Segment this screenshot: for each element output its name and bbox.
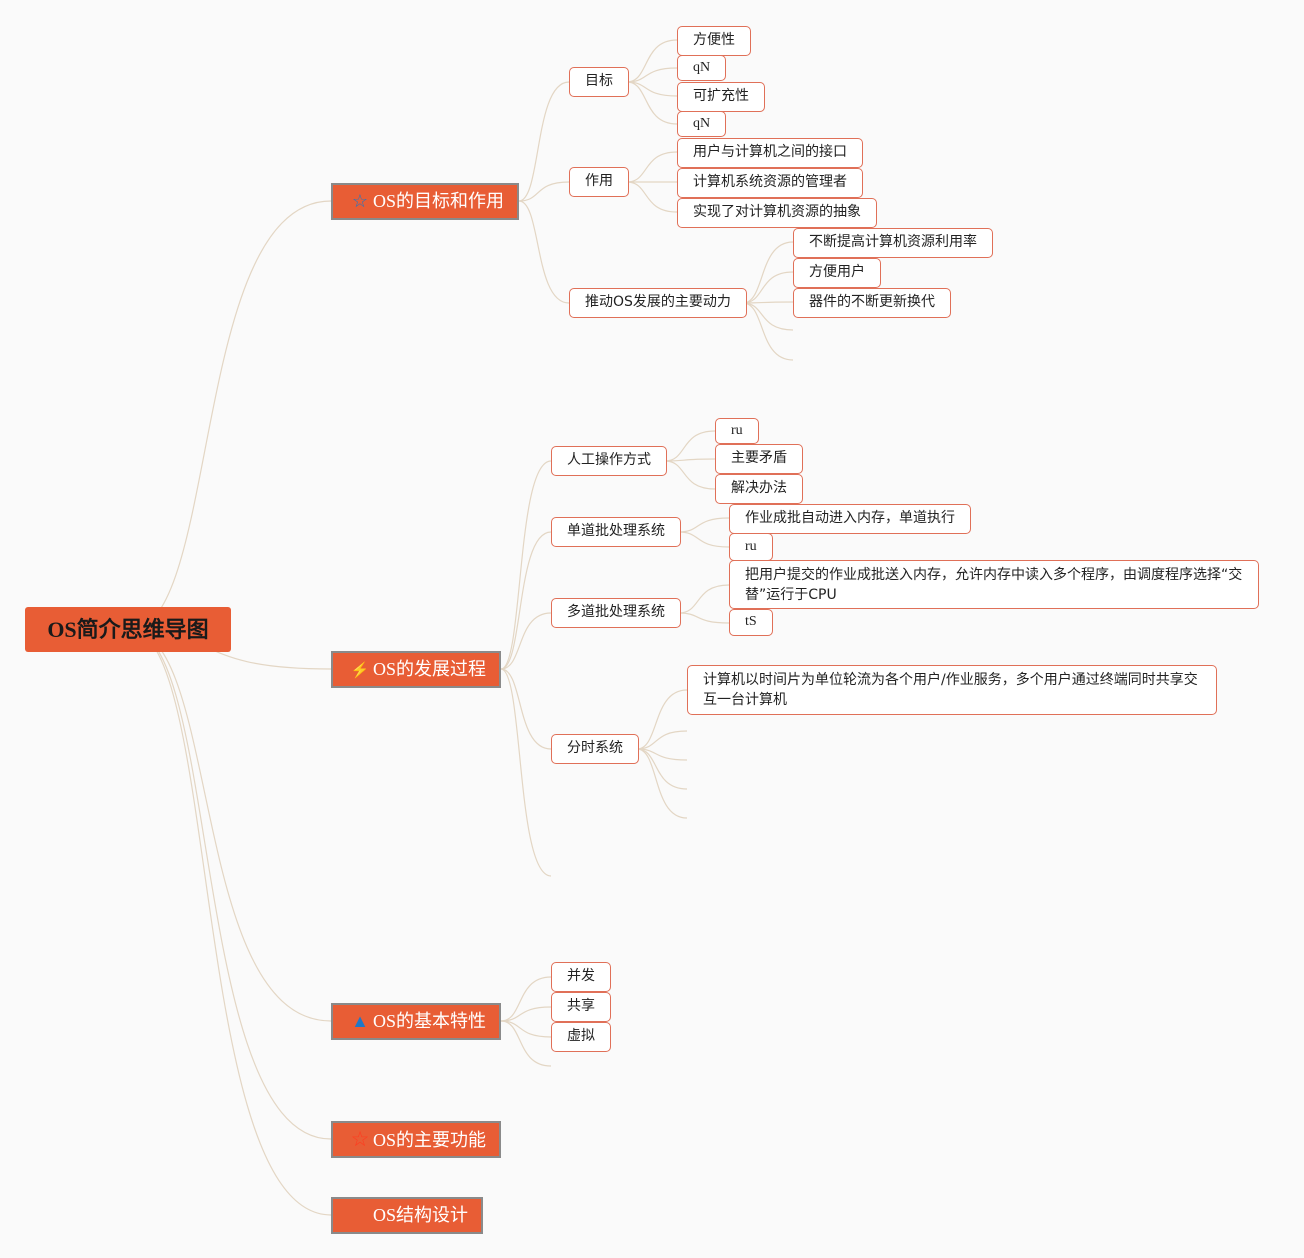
leaf-manual-2[interactable]: 主要矛盾 (715, 444, 803, 474)
branch-structure[interactable]: OS结构设计 (331, 1197, 483, 1234)
link-history-manual (500, 460, 552, 670)
link-single-0 (678, 517, 730, 533)
root-topic[interactable]: OS简介思维导图 (25, 607, 231, 652)
leaf-drive-2[interactable]: 方便用户 (793, 258, 881, 288)
branch-features[interactable]: ▲OS的基本特性 (331, 1003, 501, 1040)
link-timeshare-0 (636, 689, 688, 750)
link-feature-0 (500, 976, 552, 1022)
leaf-single-1[interactable]: 作业成批自动进入内存，单道执行 (729, 504, 971, 534)
branch-goals-label: OS的目标和作用 (373, 191, 505, 211)
link-root-features (129, 629, 332, 1022)
leaf-role-2[interactable]: 计算机系统资源的管理者 (677, 168, 863, 198)
link-timeshare-3 (636, 748, 688, 790)
leaf-feature-2[interactable]: 共享 (551, 992, 611, 1022)
sub-role[interactable]: 作用 (569, 167, 629, 197)
leaf-multi-2[interactable]: tS (729, 609, 773, 636)
link-goals-role (518, 181, 570, 202)
link-drive-0 (742, 241, 794, 304)
link-feature-3 (500, 1020, 552, 1067)
branch-goals[interactable]: ☆OS的目标和作用 (331, 183, 519, 220)
link-feature-1 (500, 1006, 552, 1022)
star-icon: ☆ (350, 1127, 370, 1151)
sub-timeshare[interactable]: 分时系统 (551, 734, 639, 764)
branch-functions[interactable]: ☆OS的主要功能 (331, 1121, 501, 1158)
link-multi-1 (678, 612, 730, 624)
branch-history-label: OS的发展过程 (373, 659, 487, 679)
star-outline-icon: ☆ (351, 191, 369, 211)
branch-functions-label: OS的主要功能 (373, 1130, 487, 1150)
leaf-target-3[interactable]: 可扩充性 (677, 82, 765, 112)
link-manual-0 (664, 430, 716, 462)
lightning-icon: ⚡ (350, 663, 370, 679)
link-goals-target (518, 81, 570, 202)
link-role-2 (626, 181, 678, 213)
leaf-role-3[interactable]: 实现了对计算机资源的抽象 (677, 198, 877, 228)
link-drive-2 (742, 301, 794, 304)
sub-single[interactable]: 单道批处理系统 (551, 517, 681, 547)
leaf-target-1[interactable]: 方便性 (677, 26, 751, 56)
leaf-multi-1[interactable]: 把用户提交的作业成批送入内存，允许内存中读入多个程序，由调度程序选择“交替”运行… (729, 560, 1259, 609)
branch-features-label: OS的基本特性 (373, 1011, 487, 1031)
link-history-empty (500, 668, 552, 877)
branch-history[interactable]: ⚡OS的发展过程 (331, 651, 501, 688)
link-manual-1 (664, 458, 716, 462)
sub-target[interactable]: 目标 (569, 67, 629, 97)
link-history-single (500, 531, 552, 670)
sub-manual[interactable]: 人工操作方式 (551, 446, 667, 476)
link-goals-drive (518, 200, 570, 304)
link-drive-4 (742, 302, 794, 361)
leaf-target-4[interactable]: qN (677, 111, 727, 137)
link-target-3 (626, 81, 678, 125)
link-single-1 (678, 531, 730, 548)
branch-structure-label: OS结构设计 (373, 1205, 469, 1225)
flame-icon: ▲ (351, 1011, 369, 1031)
link-root-goals (129, 200, 332, 631)
leaf-drive-1[interactable]: 不断提高计算机资源利用率 (793, 228, 993, 258)
link-manual-2 (664, 460, 716, 490)
leaf-feature-3[interactable]: 虚拟 (551, 1022, 611, 1052)
link-timeshare-4 (636, 748, 688, 819)
leaf-target-2[interactable]: qN (677, 55, 727, 81)
sub-drive[interactable]: 推动OS发展的主要动力 (569, 288, 747, 318)
leaf-feature-1[interactable]: 并发 (551, 962, 611, 992)
link-target-1 (626, 67, 678, 83)
leaf-single-2[interactable]: ru (729, 533, 773, 561)
leaf-role-1[interactable]: 用户与计算机之间的接口 (677, 138, 863, 168)
leaf-timeshare-1[interactable]: 计算机以时间片为单位轮流为各个用户/作业服务，多个用户通过终端同时共享交互一台计… (687, 665, 1217, 715)
sub-multi[interactable]: 多道批处理系统 (551, 598, 681, 628)
link-drive-1 (742, 271, 794, 304)
link-timeshare-1 (636, 730, 688, 750)
link-history-timeshare (500, 668, 552, 750)
leaf-drive-3[interactable]: 器件的不断更新换代 (793, 288, 951, 318)
link-root-functions (129, 629, 332, 1140)
leaf-manual-1[interactable]: ru (715, 418, 759, 444)
leaf-manual-3[interactable]: 解决办法 (715, 474, 803, 504)
link-root-structure (129, 629, 332, 1216)
link-multi-0 (678, 584, 730, 614)
link-drive-3 (742, 302, 794, 331)
link-role-0 (626, 151, 678, 183)
link-target-0 (626, 39, 678, 83)
link-history-multi (500, 612, 552, 670)
